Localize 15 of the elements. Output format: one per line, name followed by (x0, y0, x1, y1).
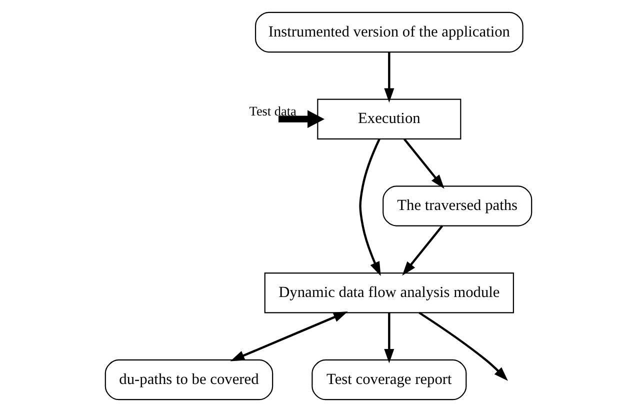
arrow (358, 138, 380, 276)
arrow (384, 52, 394, 103)
arrow (402, 138, 444, 189)
arrow (418, 312, 508, 381)
arrow (278, 110, 324, 128)
arrow (230, 311, 348, 362)
arrow (384, 312, 394, 364)
node-box: Execution (316, 98, 461, 140)
node-box: The traversed paths (382, 186, 532, 226)
edge-label: Test data (248, 103, 296, 118)
node-box: du-paths to be covered (104, 359, 273, 400)
node-box: Test coverage report (311, 359, 466, 400)
node-box: Instrumented version of the application (254, 12, 523, 53)
node-box: Dynamic data flow analysis module (264, 272, 514, 314)
arrow (402, 225, 443, 276)
